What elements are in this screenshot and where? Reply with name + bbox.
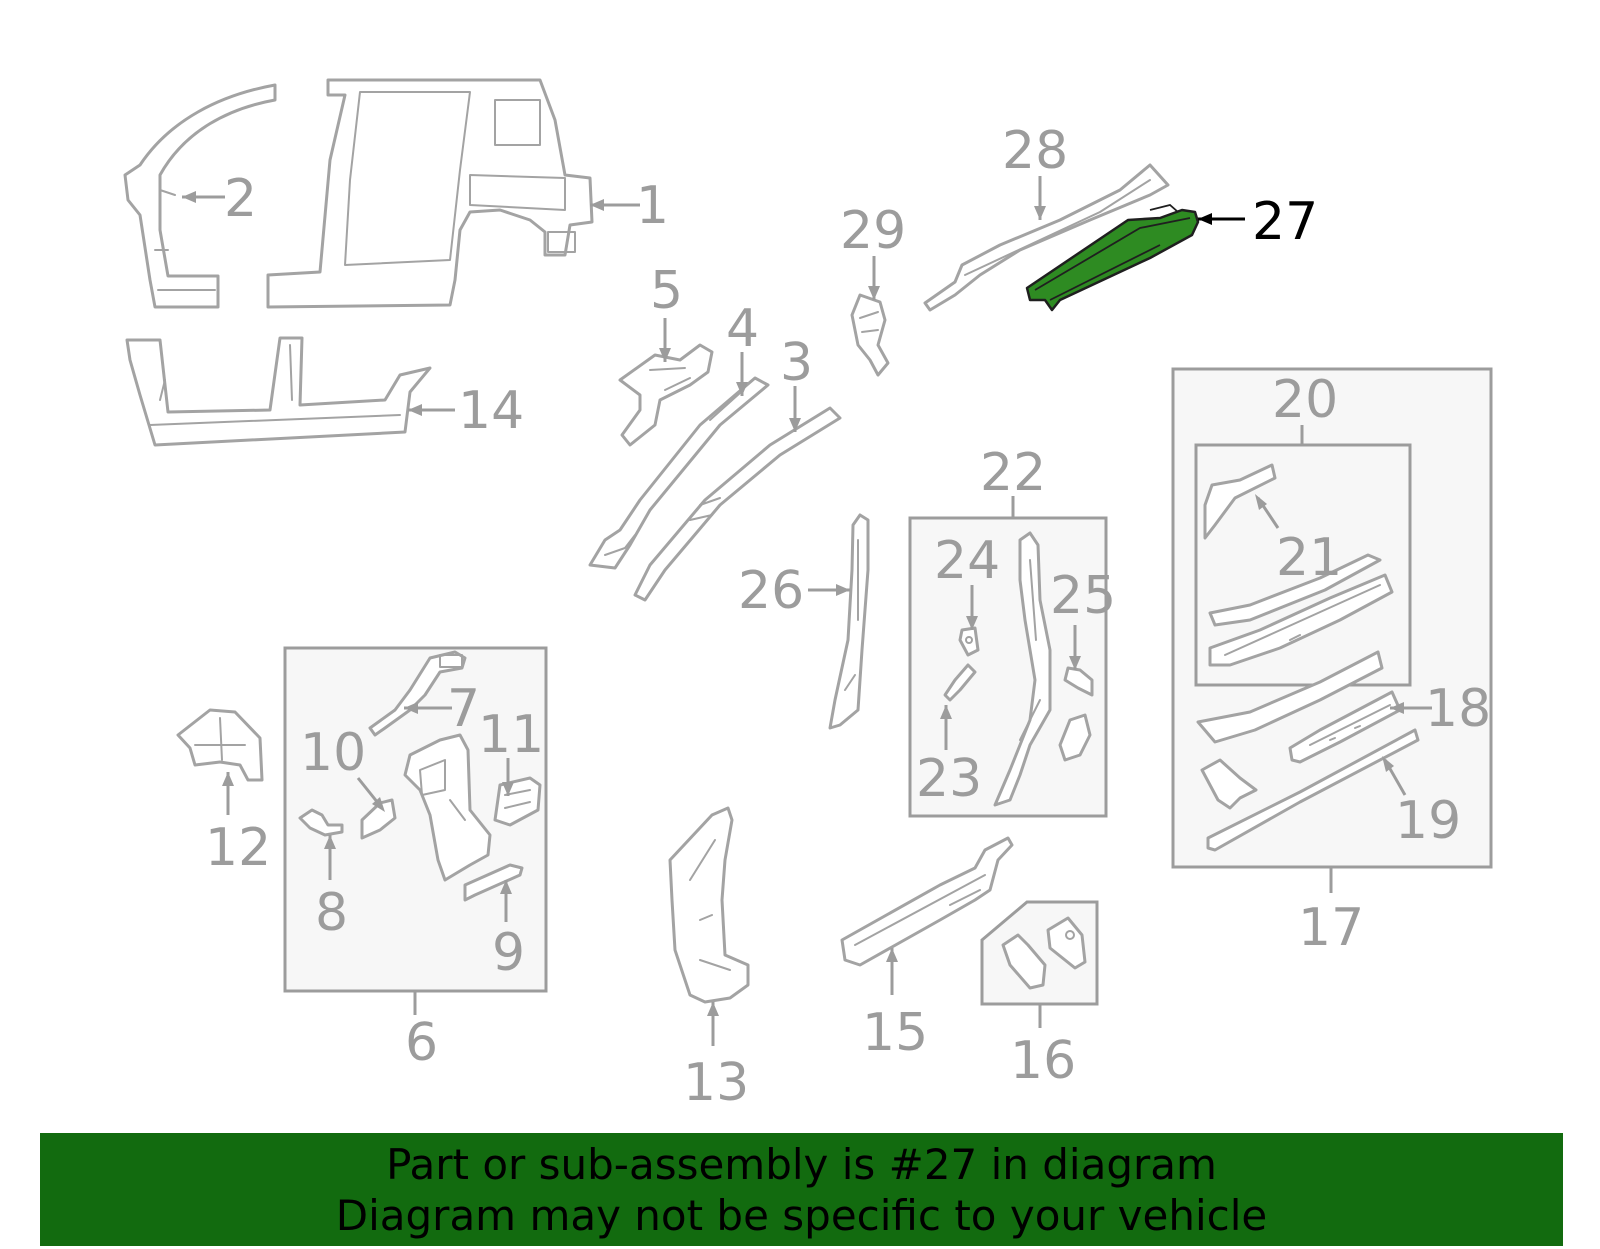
part-22-small-bracket[interactable]	[1058, 713, 1092, 762]
callout-12: 12	[205, 818, 271, 878]
callout-22: 22	[980, 443, 1046, 503]
callouts: 1 2 3 4 5 6 7 8 9 10 11 12 13 14 15 16 1…	[205, 121, 1491, 1113]
callout-7: 7	[447, 679, 480, 739]
leaders	[182, 176, 1432, 1046]
callout-1: 1	[636, 176, 669, 236]
info-banner: Part or sub-assembly is #27 in diagram D…	[40, 1133, 1563, 1246]
part-9[interactable]	[463, 863, 524, 902]
part-25[interactable]	[1063, 666, 1094, 697]
callout-24: 24	[934, 531, 1000, 591]
callout-23: 23	[916, 749, 982, 809]
part-27-body[interactable]	[1025, 208, 1200, 312]
callout-6: 6	[405, 1013, 438, 1073]
callout-15: 15	[862, 1003, 928, 1063]
part-3[interactable]	[633, 406, 842, 602]
callout-28: 28	[1002, 121, 1068, 181]
part-26[interactable]	[828, 513, 870, 730]
callout-16: 16	[1010, 1031, 1076, 1091]
part-23[interactable]	[943, 663, 977, 702]
part-22-pillar[interactable]	[993, 531, 1052, 807]
callout-25: 25	[1050, 566, 1116, 626]
part-7[interactable]	[368, 650, 467, 737]
callout-4: 4	[726, 299, 759, 359]
callout-27: 27	[1252, 192, 1318, 252]
part-8[interactable]	[298, 808, 344, 837]
callout-13: 13	[683, 1053, 749, 1113]
callout-29: 29	[840, 201, 906, 261]
part-18[interactable]	[1288, 690, 1402, 764]
banner-line-part: Part or sub-assembly is #27 in diagram	[386, 1139, 1217, 1189]
callout-14: 14	[458, 381, 524, 441]
part-28[interactable]	[923, 163, 1170, 312]
part-5[interactable]	[618, 343, 714, 447]
banner-line-disclaimer: Diagram may not be specific to your vehi…	[335, 1190, 1268, 1240]
part-27[interactable]	[1025, 204, 1200, 312]
part-16-right[interactable]	[1046, 916, 1087, 970]
part-13[interactable]	[668, 806, 750, 1004]
callout-19: 19	[1395, 791, 1461, 851]
callout-17: 17	[1298, 898, 1364, 958]
part-6-main-panel[interactable]	[403, 733, 492, 882]
part-20-upper-rail[interactable]	[1208, 553, 1382, 627]
callout-11: 11	[478, 705, 544, 765]
part-19[interactable]	[1206, 728, 1420, 852]
part-17-rail-a[interactable]	[1196, 650, 1384, 744]
part-20-lower-rail[interactable]	[1208, 573, 1394, 667]
callout-10: 10	[300, 723, 366, 783]
part-4[interactable]	[588, 376, 770, 570]
callout-8: 8	[315, 883, 348, 943]
callout-18: 18	[1425, 679, 1491, 739]
part-2[interactable]	[123, 83, 277, 309]
callout-3: 3	[780, 333, 813, 393]
callout-21: 21	[1276, 528, 1342, 588]
callout-20: 20	[1272, 370, 1338, 430]
part-21[interactable]	[1203, 463, 1277, 540]
callout-9: 9	[492, 923, 525, 983]
callout-2: 2	[224, 169, 257, 229]
part-12[interactable]	[176, 708, 264, 782]
part-1[interactable]	[266, 78, 594, 309]
part-17-small-bracket[interactable]	[1200, 758, 1258, 810]
group-box-22	[908, 516, 1108, 818]
leader-27	[1198, 213, 1245, 225]
part-15[interactable]	[840, 836, 1014, 967]
part-16-left[interactable]	[1001, 933, 1047, 990]
part-14[interactable]	[125, 336, 432, 447]
part-29[interactable]	[850, 293, 890, 377]
callout-26: 26	[738, 561, 804, 621]
callout-5: 5	[650, 261, 683, 321]
